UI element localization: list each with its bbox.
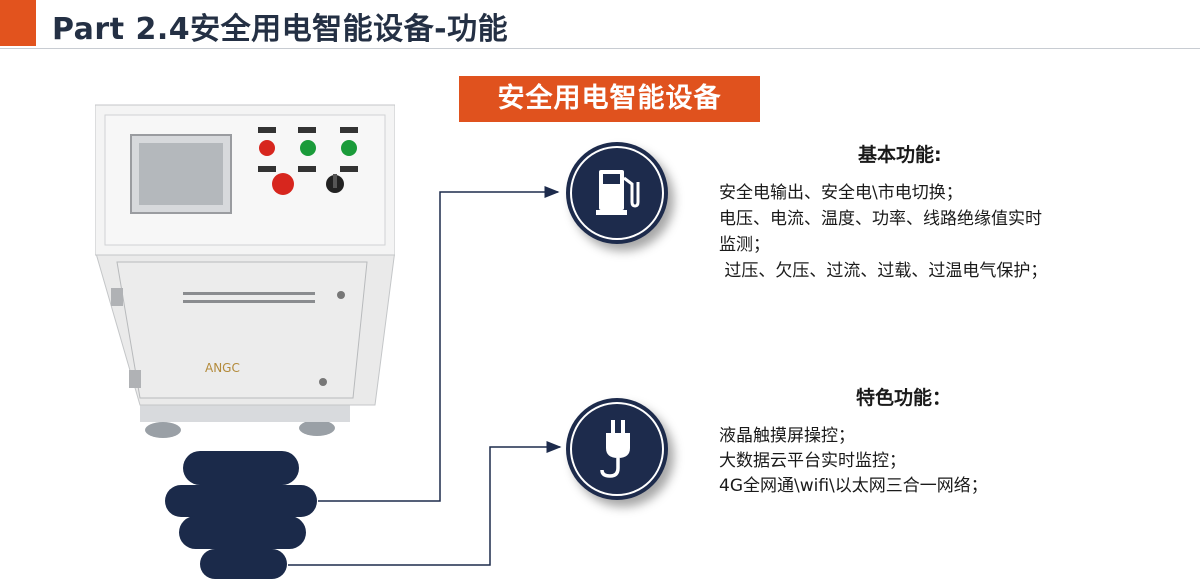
svg-text:ANGC: ANGC bbox=[205, 361, 240, 375]
decor-bar-2 bbox=[165, 485, 317, 517]
special-feature-badge bbox=[566, 398, 668, 500]
power-plug-icon bbox=[570, 402, 664, 496]
decor-bar-1 bbox=[183, 451, 299, 485]
special-line-1: 液晶触摸屏操控； bbox=[719, 426, 855, 446]
header-divider bbox=[0, 48, 1200, 49]
special-line-3: 4G全网通\wifi\以太网三合一网络； bbox=[719, 476, 988, 496]
basic-line-1: 安全电输出、安全电\市电切换； bbox=[719, 183, 963, 203]
decor-bar-4 bbox=[200, 549, 287, 579]
basic-feature-badge bbox=[566, 142, 668, 244]
cabinet-device-illustration: ANGC bbox=[95, 104, 395, 438]
basic-line-2: 电压、电流、温度、功率、线路绝缘值实时 bbox=[719, 209, 1042, 229]
special-line-2: 大数据云平台实时监控； bbox=[719, 451, 906, 471]
basic-line-3: 监测； bbox=[719, 235, 770, 255]
connector-to-special bbox=[288, 441, 562, 566]
fuel-pump-icon bbox=[570, 146, 664, 240]
basic-section-title: 基本功能: bbox=[858, 144, 942, 166]
section-banner: 安全用电智能设备 bbox=[459, 76, 760, 122]
decor-bar-3 bbox=[179, 516, 306, 549]
page-title: Part 2.4安全用电智能设备-功能 bbox=[52, 12, 509, 47]
header-accent-bar bbox=[0, 0, 36, 46]
special-section-title: 特色功能： bbox=[856, 387, 952, 409]
basic-line-4: 过压、欠压、过流、过载、过温电气保护； bbox=[719, 261, 1048, 281]
